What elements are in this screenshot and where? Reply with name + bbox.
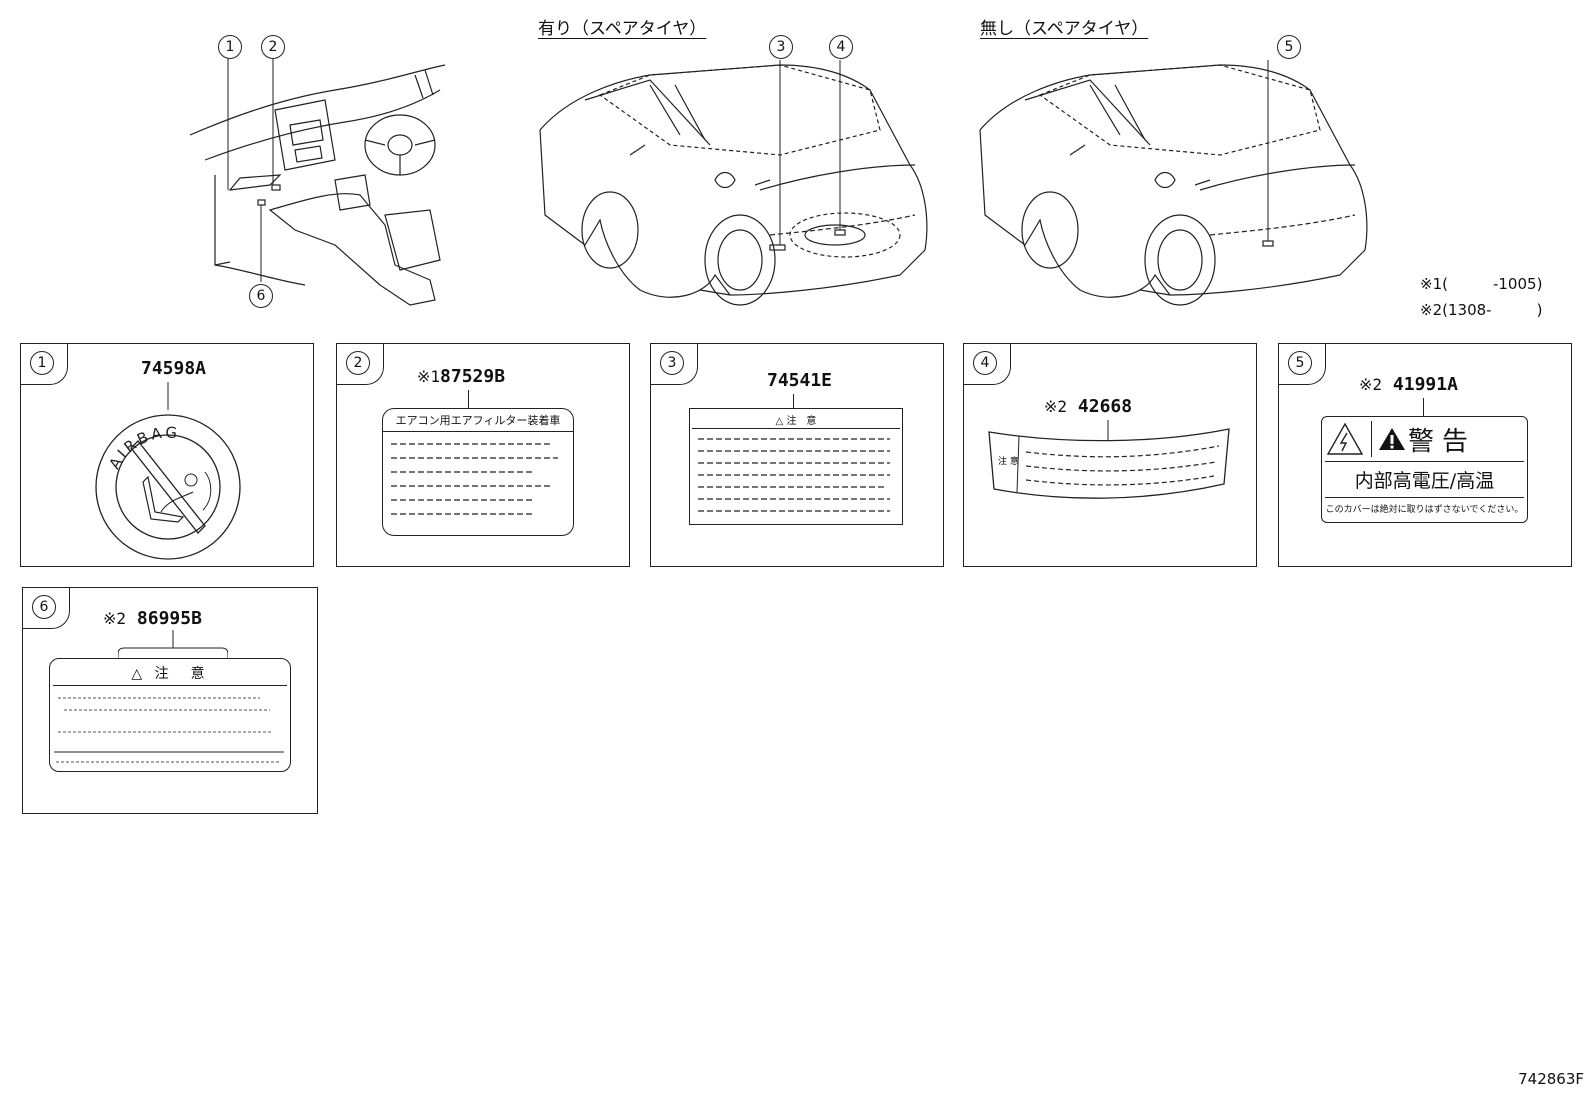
panel-6-callout: 6 [32, 595, 56, 619]
note-2-mark: ※2 [1420, 301, 1443, 319]
panel-5-callout: 5 [1288, 351, 1312, 375]
console-caution-triangle-icon: △ [131, 666, 147, 682]
aircon-filter-label-title: エアコン用エアフィルター装着車 [383, 409, 573, 432]
part-4-prefix: ※2 [1044, 397, 1068, 416]
curved-caution-label-illustration: 注 意 [988, 420, 1230, 499]
callout-3-car: 3 [769, 35, 793, 59]
caution-label-title: △ 注 意 [692, 411, 900, 429]
header-with-spare-tire: 有り（スペアタイヤ） [538, 19, 707, 39]
panel-tab-4: 4 [964, 344, 1011, 385]
panel-tab-3: 3 [651, 344, 698, 385]
console-caution-title-text: 注 意 [154, 666, 209, 682]
interior-dashboard-illustration [189, 58, 446, 306]
caution-label-text-lines [698, 438, 890, 512]
note-1: ※1( -1005) [1420, 273, 1542, 294]
part-2-leader [468, 390, 469, 408]
curved-label-caution-text: 注 意 [998, 455, 1019, 467]
part-5-prefix: ※2 [1359, 375, 1383, 394]
part-2-number: 87529B [440, 366, 506, 387]
warning-label-top-row: 警告 [1325, 417, 1524, 462]
note-1-range: ( -1005) [1442, 275, 1543, 293]
header-without-spare-tire: 無し（スペアタイヤ） [980, 19, 1149, 39]
callout-1-interior: 1 [218, 35, 242, 59]
part-panel-2: 2 ※187529B エアコン用エアフィルター装着車 [336, 343, 630, 567]
note-1-mark: ※1 [1420, 275, 1443, 293]
panel-tab-6: 6 [23, 588, 70, 629]
warning-label-line3: このカバーは絶対に取りはずさないでください。 [1325, 505, 1524, 515]
panel-6-bracket [118, 630, 228, 658]
part-3-number: 74541E [767, 370, 833, 391]
high-voltage-warning-label: 警告 内部高電圧/高温 このカバーは絶対に取りはずさないでください。 [1321, 416, 1528, 523]
part-6-number: 86995B [136, 608, 202, 629]
note-2-range: (1308- ) [1442, 301, 1543, 319]
part-panel-5: 5 ※2 41991A 警告 内部高電圧/高温 このカバーは絶対に取りはずさない… [1278, 343, 1572, 567]
airbag-label-illustration: AIRBAG [95, 382, 241, 560]
airbag-label-text: AIRBAG [105, 423, 180, 472]
panel-4-callout: 4 [973, 351, 997, 375]
console-caution-title: △ 注 意 [53, 661, 287, 686]
panel-3-callout: 3 [660, 351, 684, 375]
part-5-number: 41991A [1392, 374, 1458, 395]
panel-1-callout: 1 [30, 351, 54, 375]
caution-label-spare-tire: △ 注 意 [689, 408, 903, 525]
console-label-text-lines [54, 697, 284, 763]
part-2-prefix: ※1 [417, 367, 441, 386]
callout-5-car: 5 [1277, 35, 1301, 59]
panel-tab-5: 5 [1279, 344, 1326, 385]
part-panel-3: 3 74541E △ 注 意 [650, 343, 944, 567]
part-4-number: 42668 [1077, 396, 1133, 417]
part-number-74541E: 74541E [767, 370, 832, 391]
caution-label-console: △ 注 意 [49, 658, 291, 772]
part-number-41991A: ※2 41991A [1359, 374, 1458, 395]
caution-triangle-icon: △ [775, 416, 784, 427]
part-5-leader [1423, 398, 1424, 416]
part-number-42668: ※2 42668 [1044, 396, 1132, 417]
part-panel-1: 1 74598A AIRBAG [20, 343, 314, 567]
callout-2-interior: 2 [261, 35, 285, 59]
panel-tab-1: 1 [21, 344, 68, 385]
car-rear-without-spare-illustration [979, 60, 1368, 306]
diagram-id: 742863F [1518, 1070, 1584, 1088]
panel-2-callout: 2 [346, 351, 370, 375]
car-rear-with-spare-illustration [539, 60, 928, 306]
callout-4-car: 4 [829, 35, 853, 59]
high-voltage-icon [1326, 422, 1364, 455]
caution-label-title-text: 注 意 [786, 416, 817, 427]
part-panel-4: 4 ※2 42668 注 意 [963, 343, 1257, 567]
part-3-leader [793, 394, 794, 408]
aircon-filter-label: エアコン用エアフィルター装着車 [382, 408, 574, 536]
part-1-number: 74598A [141, 358, 207, 379]
warning-label-title: 警告 [1408, 426, 1477, 457]
part-number-86995B: ※2 86995B [103, 608, 202, 629]
part-number-74598A: 74598A [141, 358, 206, 379]
callout-6-interior: 6 [249, 284, 273, 308]
warning-label-line2: 内部高電圧/高温 [1325, 462, 1524, 498]
part-6-prefix: ※2 [103, 609, 127, 628]
part-number-87529B: ※187529B [417, 366, 505, 387]
aircon-label-text-lines [391, 443, 558, 515]
panel-tab-2: 2 [337, 344, 384, 385]
warning-label-divider [1371, 421, 1372, 457]
part-panel-6: 6 ※2 86995B △ 注 意 [22, 587, 318, 814]
warning-triangle-icon [1379, 428, 1405, 450]
note-2: ※2(1308- ) [1420, 299, 1542, 320]
